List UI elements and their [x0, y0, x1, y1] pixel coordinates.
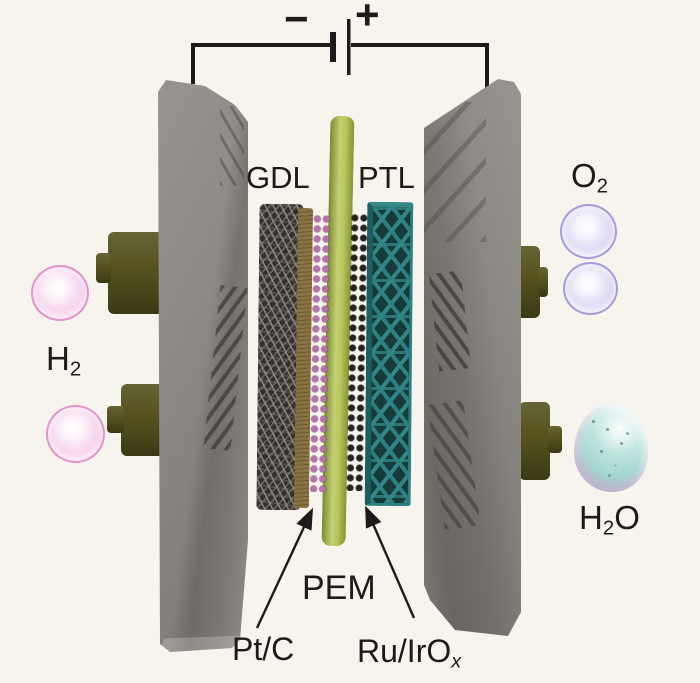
o2-bubble [560, 204, 617, 259]
cathode-port-top [108, 232, 164, 314]
negative-wire [191, 43, 330, 84]
h2o-label: H2O [579, 499, 640, 540]
battery-positive-terminal [347, 19, 351, 75]
left-bipolar-plate [158, 80, 248, 652]
cathode-port-bottom-fitting [107, 406, 124, 433]
ruirox-pointer-arrow [365, 505, 416, 619]
positive-wire [351, 43, 489, 88]
minus-sign-label: − [284, 0, 309, 42]
droplet-specks [592, 420, 595, 423]
right-bipolar-plate [424, 79, 521, 636]
cathode-port-bottom [121, 384, 164, 456]
ruirox-subscript: x [451, 650, 462, 673]
ptc-label: Pt/C [232, 631, 295, 667]
battery-negative-terminal [330, 32, 336, 62]
plus-sign-label: + [355, 0, 380, 38]
cathode-port-top-fitting [96, 253, 111, 283]
anode-port-bottom [519, 402, 550, 480]
h2-label: H2 [46, 340, 82, 381]
left-plate-flowfield-pattern-top [220, 106, 244, 186]
o2-label: O2 [571, 157, 609, 198]
anode-port-top-fitting [538, 267, 548, 297]
ruirox-label: Ru/IrOx [357, 633, 462, 673]
anode-port-bottom-fitting [548, 426, 562, 453]
o2-bubble [563, 262, 618, 315]
gdl-label: GDL [246, 160, 310, 195]
power-supply-circuit [191, 19, 489, 88]
right-plate-flowfield-pattern-top [424, 102, 486, 242]
ptl-label: PTL [358, 160, 415, 195]
h2-bubble [46, 405, 105, 463]
water-droplet [574, 404, 648, 492]
ptc-pointer-arrow [255, 507, 314, 629]
pem-label: PEM [302, 569, 376, 607]
h2-bubble [31, 265, 89, 321]
